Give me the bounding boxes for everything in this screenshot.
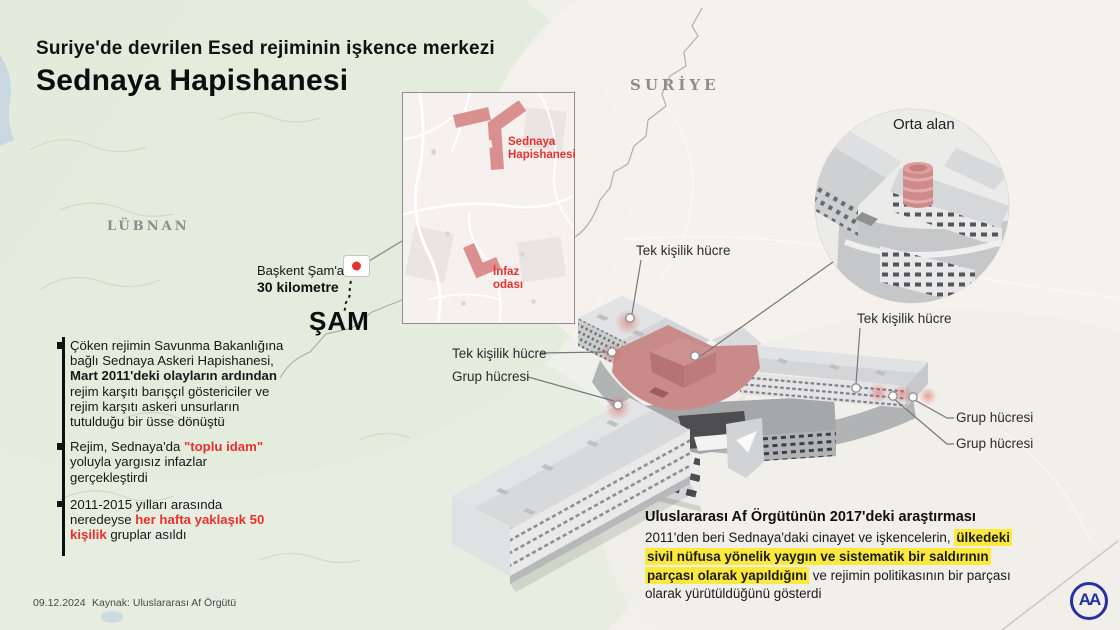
research-body: 2011'den beri Sednaya'daki cinayet ve iş… bbox=[645, 529, 1012, 602]
aa-agency-logo: AA bbox=[1070, 582, 1108, 620]
callout-group-cell-left: Grup hücresi bbox=[452, 369, 530, 384]
map-label-lebanon: LÜBNAN bbox=[107, 219, 190, 234]
southwest-wing bbox=[452, 398, 696, 592]
city-inset-map bbox=[402, 92, 575, 324]
fact-item-3: 2011-2015 yılları arasında neredeyse her… bbox=[57, 497, 284, 543]
road-bottom-right bbox=[1001, 540, 1119, 630]
inset-map-graphics bbox=[403, 93, 573, 322]
fact-item-2: Rejim, Sednaya'da "toplu idam" yoluyla y… bbox=[57, 439, 284, 485]
magnifier-inset bbox=[814, 108, 1010, 304]
aa-logo-text: AA bbox=[1078, 590, 1102, 609]
prison-3d-illustration bbox=[452, 296, 937, 592]
kicker-line: Suriye'de devrilen Esed rejiminin işkenc… bbox=[36, 38, 495, 59]
red-stair-tower bbox=[902, 162, 934, 208]
callout-group-cell-right-1: Grup hücresi bbox=[956, 410, 1034, 425]
magnifier-label: Orta alan bbox=[893, 116, 955, 133]
research-title: Uluslararası Af Örgütünün 2017'deki araş… bbox=[645, 509, 976, 525]
fact-item-1: Çöken rejimin Savunma Bakanlığına bağlı … bbox=[57, 338, 284, 430]
page-title: Sednaya Hapishanesi bbox=[36, 64, 349, 97]
map-label-syria: SURİYE bbox=[630, 76, 720, 94]
inset-execution-room-label: İnfaz odası bbox=[493, 266, 524, 291]
source-credit: Kaynak: Uluslararası Af Örgütü bbox=[92, 597, 237, 609]
distance-note-line1: Başkent Şam'a bbox=[257, 263, 345, 278]
central-hub-red bbox=[612, 325, 760, 411]
sednaya-location-marker bbox=[343, 240, 403, 313]
callout-single-cell-left: Tek kişilik hücre bbox=[452, 346, 547, 361]
prison-footprint-shape bbox=[453, 100, 527, 170]
callout-group-cell-right-2: Grup hücresi bbox=[956, 436, 1034, 451]
amnesty-research-block: Uluslararası Af Örgütünün 2017'deki araş… bbox=[645, 509, 1029, 604]
inset-prison-label: Sednaya Hapishanesi bbox=[508, 136, 576, 161]
callout-single-cell-right: Tek kişilik hücre bbox=[857, 311, 952, 326]
facts-list: Çöken rejimin Savunma Bakanlığına bağlı … bbox=[57, 338, 284, 552]
publish-date: 09.12.2024 bbox=[33, 597, 86, 609]
execution-room-shape bbox=[463, 243, 501, 279]
map-label-damascus: ŞAM bbox=[309, 306, 370, 336]
distance-note-line2: 30 kilometre bbox=[257, 279, 339, 295]
coastline bbox=[0, 55, 14, 146]
callout-single-cell-top: Tek kişilik hücre bbox=[636, 243, 731, 258]
red-dot-marker bbox=[352, 261, 361, 271]
callout-leader-lines bbox=[527, 259, 954, 445]
entrance-canopy bbox=[736, 431, 757, 453]
callout-dots bbox=[607, 313, 918, 410]
east-wing bbox=[716, 344, 928, 408]
